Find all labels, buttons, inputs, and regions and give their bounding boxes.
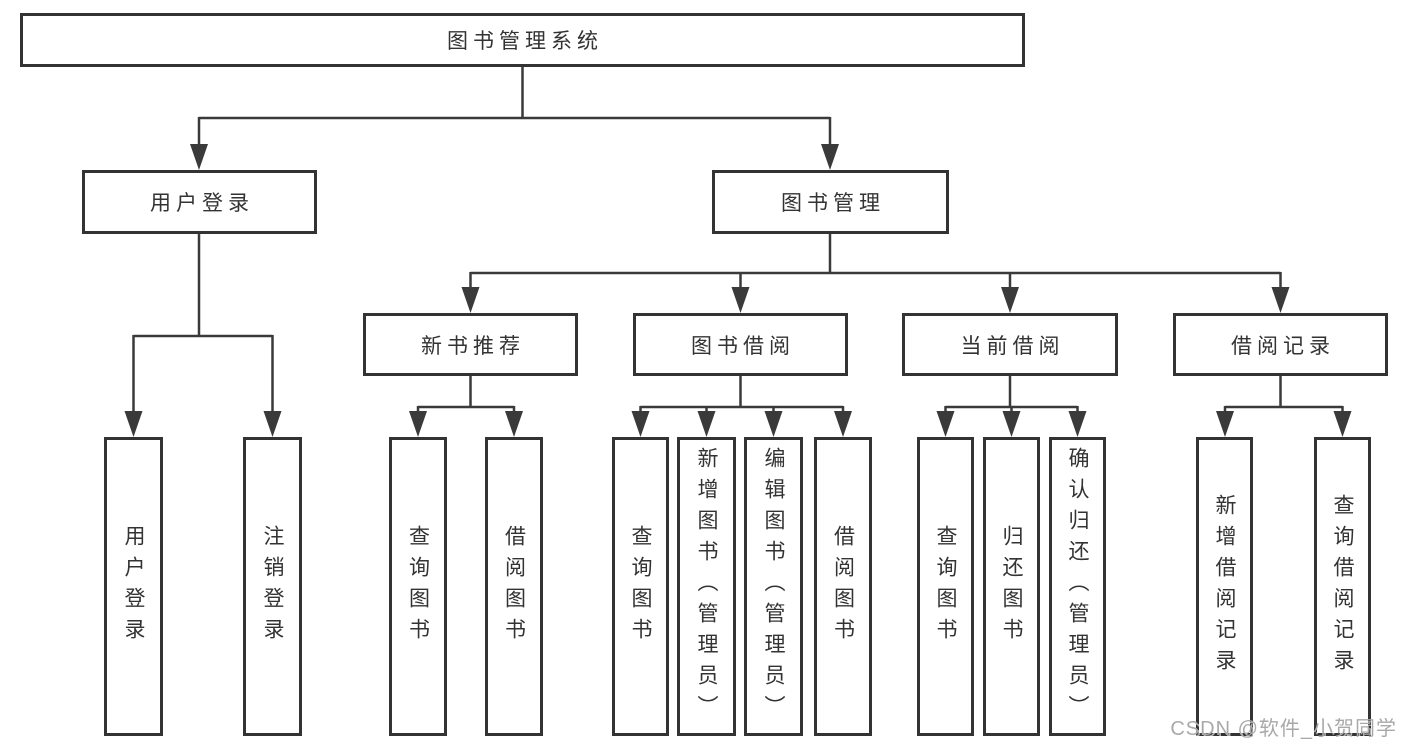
node-label: 图书借阅: [691, 334, 795, 358]
node-leaf-recommend-borrow-book: 借阅图书: [485, 437, 543, 736]
node-label: 图书管理系统: [447, 30, 603, 53]
node-label: 用户登录: [150, 192, 254, 215]
node-leaf-return-book: 归还图书: [983, 437, 1040, 736]
node-label: 借阅图书: [831, 524, 855, 649]
node-leaf-current-query-book: 查询图书: [917, 437, 974, 736]
connector-segments: [132, 67, 1344, 413]
node-book-borrowing: 图书借阅: [633, 313, 848, 376]
node-label: 查询借阅记录: [1331, 493, 1354, 680]
node-current-borrowing: 当前借阅: [902, 313, 1118, 376]
node-leaf-borrow-query-book: 查询图书: [612, 437, 669, 736]
node-leaf-user-login: 用户登录: [104, 437, 163, 736]
node-label: 编辑图书（管理员）: [762, 447, 785, 726]
node-leaf-add-book-admin: 新增图书（管理员）: [677, 437, 736, 736]
node-leaf-add-borrow-record: 新增借阅记录: [1196, 437, 1253, 736]
node-label: 借阅图书: [502, 524, 526, 649]
node-label: 用户登录: [122, 524, 145, 649]
node-label: 注销登录: [261, 524, 284, 649]
node-leaf-recommend-query-book: 查询图书: [389, 437, 447, 736]
node-label: 查询图书: [934, 524, 957, 649]
node-label: 查询图书: [406, 524, 430, 649]
watermark: CSDN @软件_小贺同学: [1170, 718, 1397, 740]
node-borrowing-records: 借阅记录: [1173, 313, 1388, 376]
node-label: 新书推荐: [421, 334, 525, 358]
node-label: 归还图书: [1000, 524, 1023, 649]
node-leaf-confirm-return-admin: 确认归还（管理员）: [1049, 437, 1106, 736]
node-label: 确认归还（管理员）: [1066, 447, 1089, 726]
node-label: 查询图书: [629, 524, 652, 649]
node-label: 当前借阅: [960, 334, 1065, 358]
node-new-book-recommend: 新书推荐: [363, 313, 578, 376]
node-label: 新增图书（管理员）: [695, 447, 718, 726]
node-label: 借阅记录: [1231, 334, 1335, 358]
node-library-management-system: 图书管理系统: [20, 13, 1025, 67]
arrowheads: [124, 144, 1352, 437]
node-book-management: 图书管理: [712, 170, 949, 234]
node-leaf-edit-book-admin: 编辑图书（管理员）: [744, 437, 803, 736]
node-user-login: 用户登录: [82, 170, 317, 234]
node-label: 图书管理: [781, 192, 885, 215]
node-leaf-query-borrow-record: 查询借阅记录: [1314, 437, 1371, 736]
node-leaf-logout: 注销登录: [243, 437, 302, 736]
node-leaf-borrow-book: 借阅图书: [814, 437, 872, 736]
node-label: 新增借阅记录: [1213, 493, 1236, 680]
